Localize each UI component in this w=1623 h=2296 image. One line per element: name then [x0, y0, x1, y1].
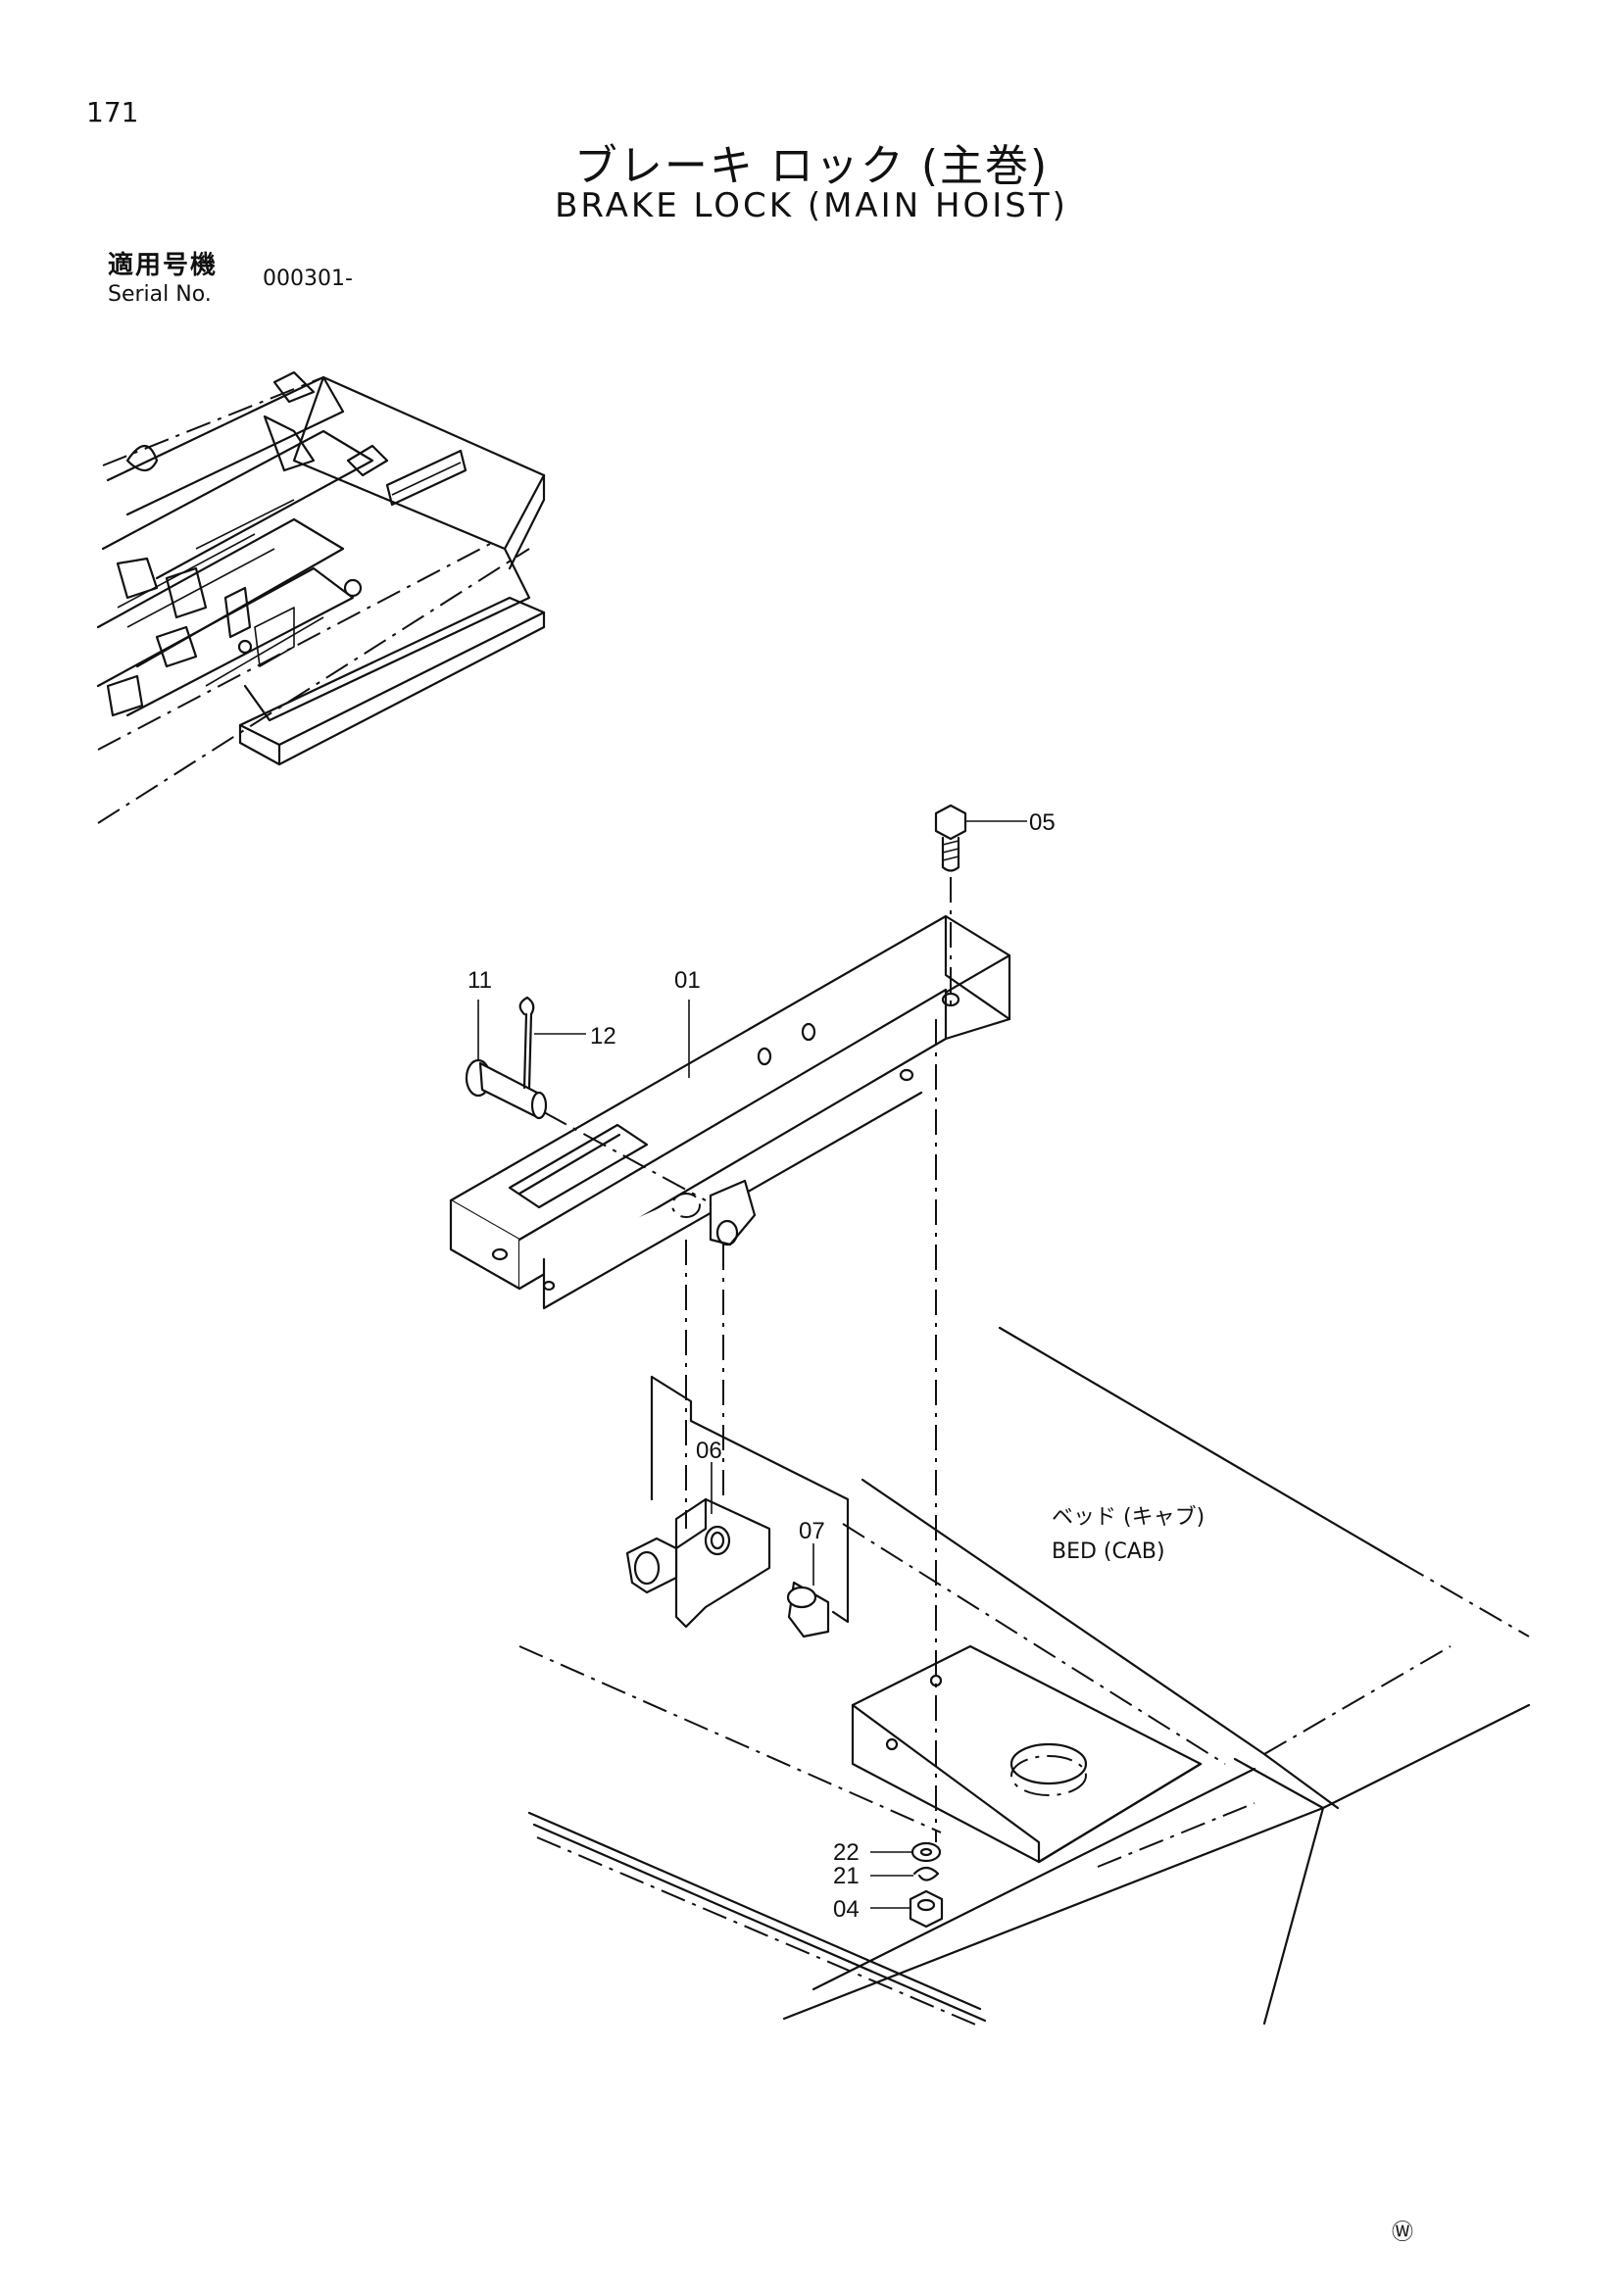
brake-lock-assembly: 05 11 01 12 06 07 22 21 04 ベッド (キャブ) BED…: [449, 804, 1531, 2027]
callout-06: 06: [696, 1438, 722, 1464]
callout-12: 12: [590, 1023, 616, 1050]
callout-07: 07: [799, 1518, 825, 1544]
serial-label-english: Serial No.: [108, 282, 212, 307]
callout-22: 22: [833, 1839, 860, 1866]
inset-overview-drawing: [96, 370, 546, 824]
serial-number-value: 000301-: [263, 267, 353, 291]
bed-label-japanese: ベッド (キャブ): [1052, 1505, 1205, 1530]
callout-04: 04: [833, 1896, 860, 1923]
pin-part-11: [465, 1058, 548, 1120]
lock-pawl-part-06: [625, 1497, 771, 1629]
callout-11: 11: [467, 967, 492, 994]
mounting-bracket-plate: [851, 1644, 1203, 1864]
callout-01: 01: [674, 967, 701, 994]
nut-part-04: [909, 1889, 944, 1929]
bushing-part-07: [786, 1581, 830, 1638]
page-title-english: BRAKE LOCK (MAIN HOIST): [555, 186, 1068, 225]
callout-21: 21: [833, 1863, 860, 1889]
spring-washer-part-21: [912, 1866, 940, 1881]
bed-label-english: BED (CAB): [1052, 1539, 1165, 1564]
serial-label-japanese: 適用号機: [108, 251, 219, 280]
page-title-japanese: ブレーキ ロック (主巻): [573, 141, 1050, 191]
callout-05: 05: [1029, 809, 1056, 836]
bed-cab-outline: [518, 1326, 1531, 2027]
cotter-pin-part-12: [518, 996, 535, 1090]
bolt-part-05: [934, 804, 967, 872]
page-number: 171: [86, 96, 139, 128]
lock-plate: [650, 1375, 850, 1624]
washer-part-22: [910, 1841, 942, 1863]
lock-bar-part-01: [449, 914, 1011, 1310]
corner-mark: Ⓦ: [1392, 2221, 1413, 2245]
pin-centerline: [543, 1111, 707, 1201]
